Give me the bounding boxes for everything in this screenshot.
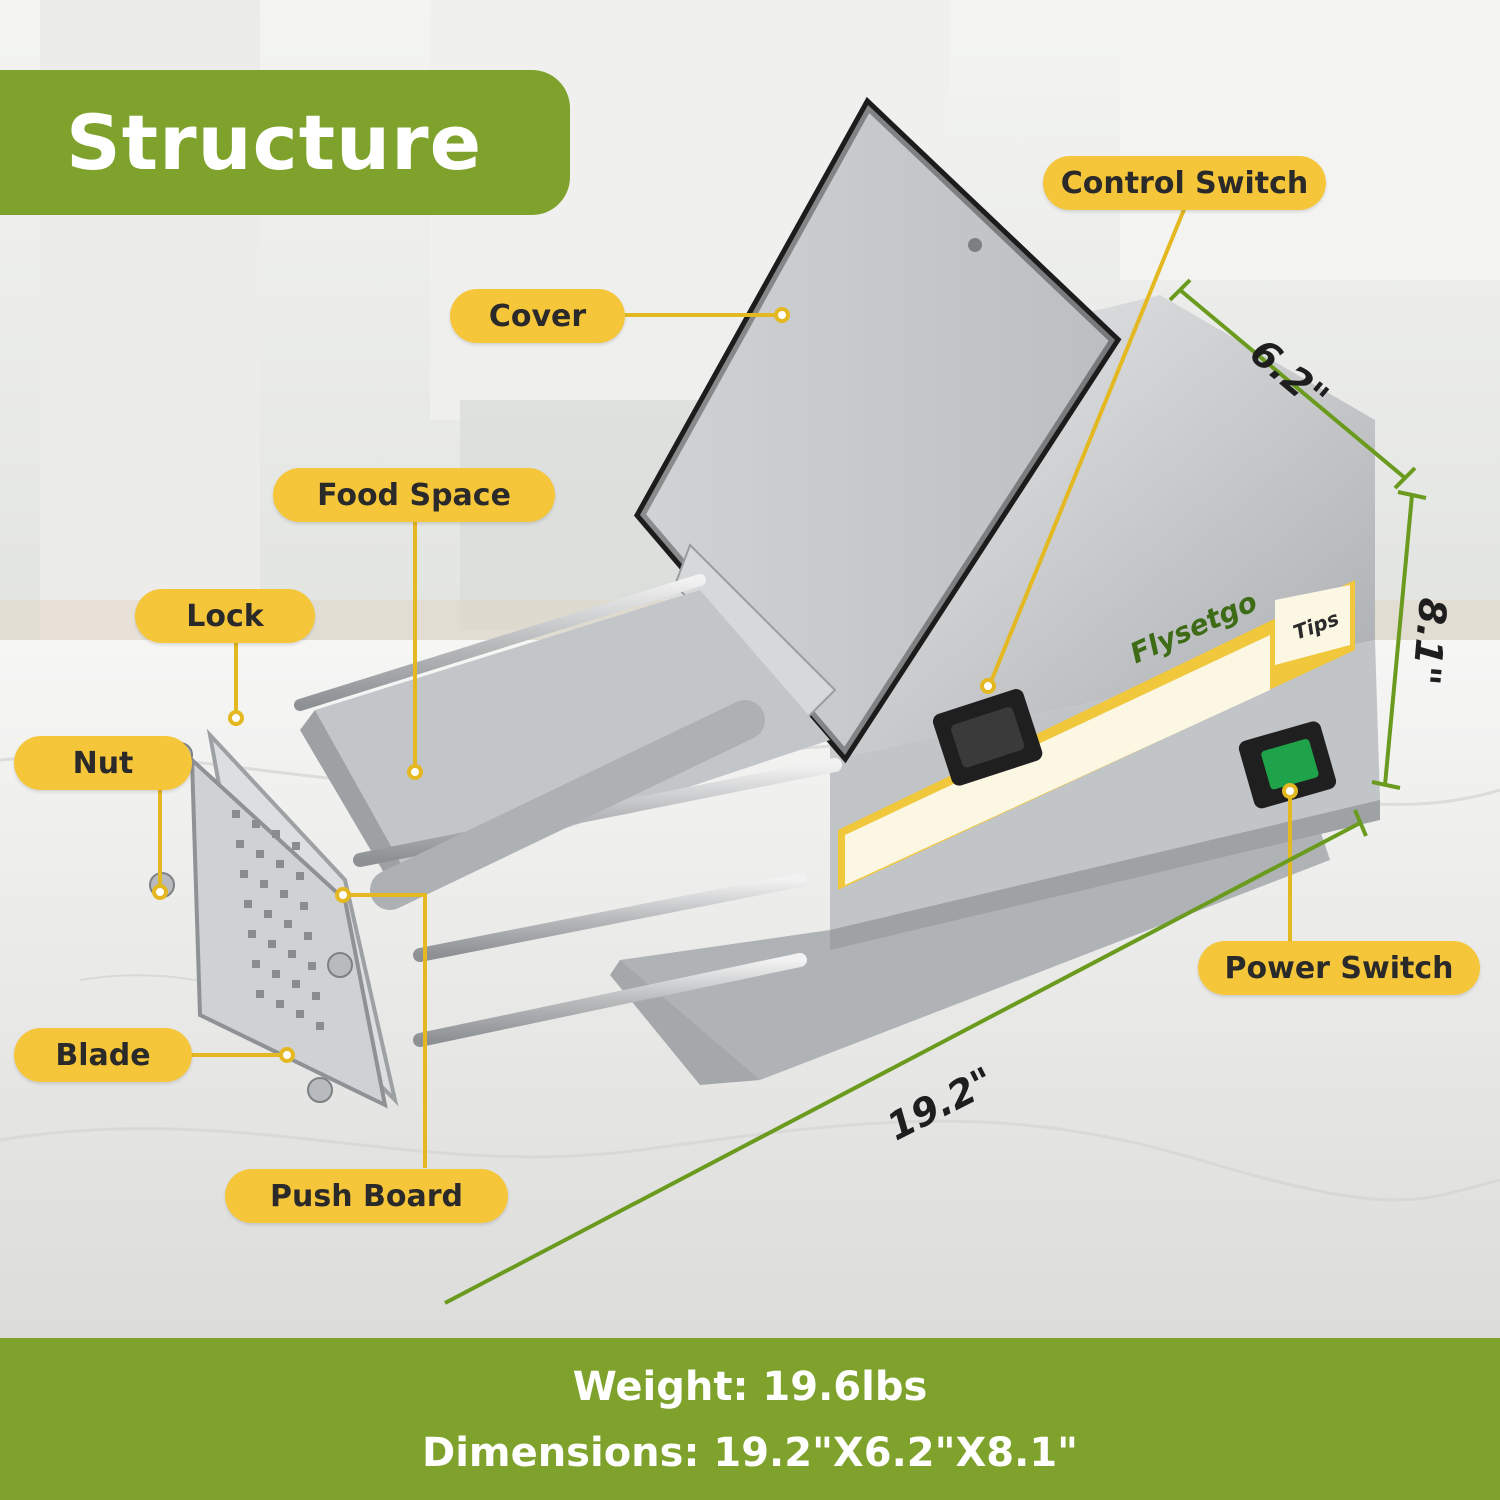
spec-footer: Weight: 19.6lbs Dimensions: 19.2"X6.2"X8… [0,1338,1500,1500]
dimensions-spec: Dimensions: 19.2"X6.2"X8.1" [421,1430,1078,1476]
dimension-lines [444,278,1427,1305]
label-lock: Lock [135,589,315,643]
label-cover: Cover [450,289,625,343]
dimension-height: 8.1" [1403,596,1455,687]
label-nut: Nut [14,736,192,790]
label-push-board: Push Board [225,1169,508,1223]
label-food-space: Food Space [273,468,555,522]
food-space-trough [315,590,830,880]
label-control-switch: Control Switch [1043,156,1326,210]
blade-grid [232,810,324,1030]
leader-lines [152,206,1298,1168]
label-power-switch: Power Switch [1198,941,1480,995]
page-title: Structure [0,70,570,215]
weight-spec: Weight: 19.6lbs [572,1364,928,1410]
label-blade: Blade [14,1028,192,1082]
